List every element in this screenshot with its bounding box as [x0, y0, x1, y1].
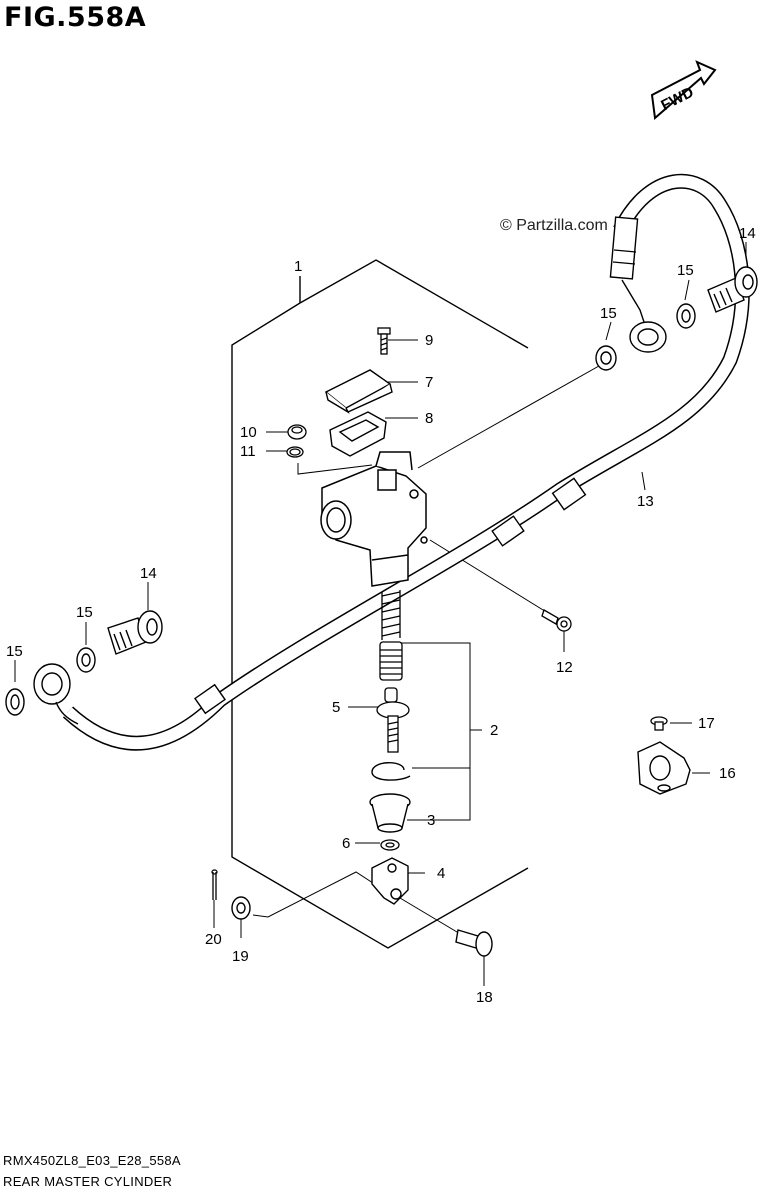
piston-icon: [379, 641, 403, 681]
screw-icon: [650, 716, 668, 731]
spring-icon: [381, 590, 401, 640]
callout-15-upper-mid: 15: [600, 305, 617, 322]
callout-11: 11: [240, 443, 256, 460]
brake-hose: [62, 173, 750, 751]
footer-code: RMX450ZL8_E03_E28_558A: [3, 1153, 181, 1168]
push-rod-icon: [376, 687, 410, 753]
cotter-pin-icon: [211, 869, 218, 900]
callout-20: 20: [205, 931, 222, 948]
callout-4: 4: [437, 865, 445, 882]
reservoir-cap-icon: [324, 369, 393, 414]
callout-15-lower-left: 15: [6, 643, 23, 660]
callout-14-lower: 14: [140, 565, 157, 582]
callout-17: 17: [698, 715, 715, 732]
bolt-icon: [541, 609, 572, 632]
footer-title: REAR MASTER CYLINDER: [3, 1174, 173, 1189]
figure-title: FIG.558A: [4, 2, 147, 33]
callout-15-upper-right: 15: [677, 262, 694, 279]
callout-10: 10: [240, 424, 257, 441]
clevis-icon: [371, 857, 409, 905]
callout-19: 19: [232, 948, 249, 965]
master-cylinder-body: [320, 451, 428, 587]
washer-icon: [5, 303, 696, 920]
callout-1: 1: [294, 258, 302, 275]
nut-icon: [380, 839, 400, 851]
screw-icon: [377, 327, 391, 355]
callout-6: 6: [342, 835, 350, 852]
circlip-icon: [371, 762, 411, 781]
union-bolt-icon: [107, 610, 163, 655]
pin-icon: [455, 929, 493, 957]
callout-5: 5: [332, 699, 340, 716]
callout-14-upper: 14: [739, 225, 756, 242]
boot-icon: [369, 793, 411, 833]
callout-16: 16: [719, 765, 736, 782]
callout-2: 2: [490, 722, 498, 739]
callout-13: 13: [637, 493, 654, 510]
callout-8: 8: [425, 410, 433, 427]
callout-18: 18: [476, 989, 493, 1006]
callout-7: 7: [425, 374, 433, 391]
callout-labels: 1 2 3 4 5 6 7 8 9 10 11 12 13 14 14 15 1…: [6, 225, 756, 1006]
watermark: © Partzilla.com: [500, 217, 608, 234]
fwd-arrow-icon: FWD: [650, 60, 717, 120]
callout-12: 12: [556, 659, 573, 676]
assembly-bracket: [231, 259, 529, 949]
banjo-fitting-upper: [621, 279, 667, 353]
callout-9: 9: [425, 332, 433, 349]
diaphragm-icon: [329, 411, 387, 457]
banjo-fitting-lower: [33, 663, 79, 725]
clamp-icon: [637, 741, 691, 795]
cap-plug-icon: [286, 424, 307, 458]
callout-3: 3: [427, 812, 435, 829]
callout-15-lower-mid: 15: [76, 604, 93, 621]
union-bolt-icon: [707, 266, 758, 313]
